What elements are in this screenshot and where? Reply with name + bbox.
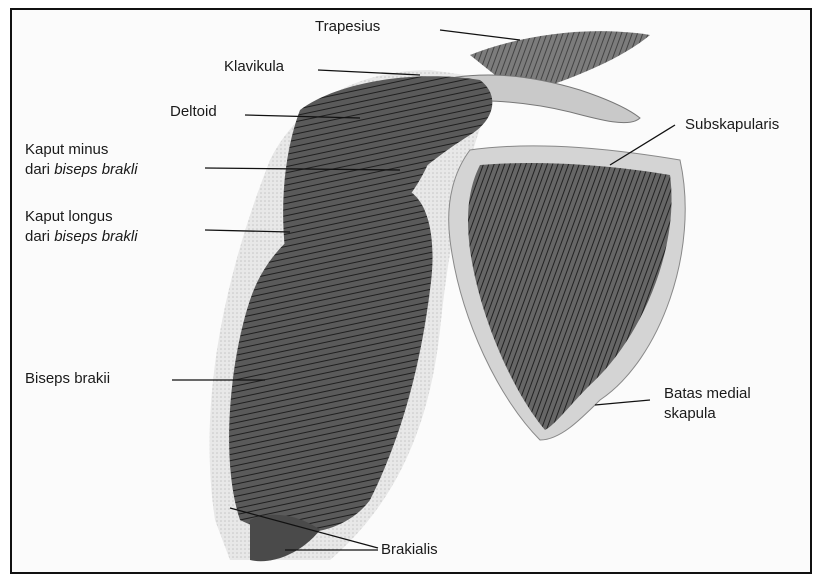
label-kaput-minus-line1: Kaput minus — [25, 141, 108, 159]
label-trapezius: Trapesius — [315, 18, 380, 36]
label-biseps-brakii: Biseps brakii — [25, 370, 110, 388]
label-batas-medial-line2: skapula — [664, 405, 716, 423]
label-kaput-longus-line2: dari biseps brakli — [25, 228, 138, 246]
label-subskapularis: Subskapularis — [685, 116, 779, 134]
label-klavikula: Klavikula — [224, 58, 284, 76]
label-deltoid: Deltoid — [170, 103, 217, 121]
label-batas-medial-line1: Batas medial — [664, 385, 751, 403]
label-kaput-minus-biceps: biseps brakli — [54, 161, 137, 178]
label-kaput-longus-line1: Kaput longus — [25, 208, 113, 226]
label-kaput-minus-prefix: dari — [25, 161, 54, 178]
label-kaput-longus-prefix: dari — [25, 228, 54, 245]
label-kaput-minus-line2: dari biseps brakli — [25, 161, 138, 179]
label-kaput-longus-biceps: biseps brakli — [54, 228, 137, 245]
label-brakialis: Brakialis — [381, 541, 438, 559]
subscapularis-muscle — [468, 163, 672, 430]
